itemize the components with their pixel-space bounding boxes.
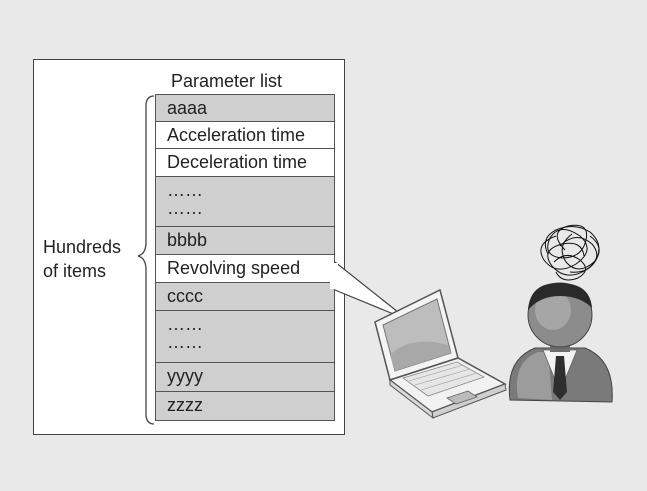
parameter-row-ellipsis: …… …… [156,177,334,227]
curly-brace-icon [137,95,155,425]
parameter-row-revolving-speed: Revolving speed [156,255,334,283]
parameter-row-ellipsis: …… …… [156,311,334,363]
hundreds-of-items-label: Hundreds of items [43,235,143,283]
parameter-list: aaaa Acceleration time Deceleration time… [155,94,335,421]
parameter-row-aaaa: aaaa [156,95,334,122]
ellipsis-line: …… [167,198,203,218]
confusion-scribble-icon [540,224,600,281]
ellipsis-line: …… [167,332,203,352]
callout-mask [330,263,338,289]
laptop-icon [374,288,507,420]
parameter-row-bbbb: bbbb [156,227,334,255]
side-label-line: Hundreds [43,237,122,257]
parameter-row-acceleration-time: Acceleration time [156,122,334,149]
parameter-row-zzzz: zzzz [156,392,334,420]
ellipsis-line: …… [167,314,203,334]
parameter-list-title: Parameter list [171,71,283,91]
parameter-row-cccc: cccc [156,283,334,311]
parameter-row-yyyy: yyyy [156,363,334,392]
ellipsis-line: …… [167,180,203,200]
user-icon [508,282,613,403]
parameter-row-deceleration-time: Deceleration time [156,149,334,177]
side-label-line: of items [43,261,107,281]
